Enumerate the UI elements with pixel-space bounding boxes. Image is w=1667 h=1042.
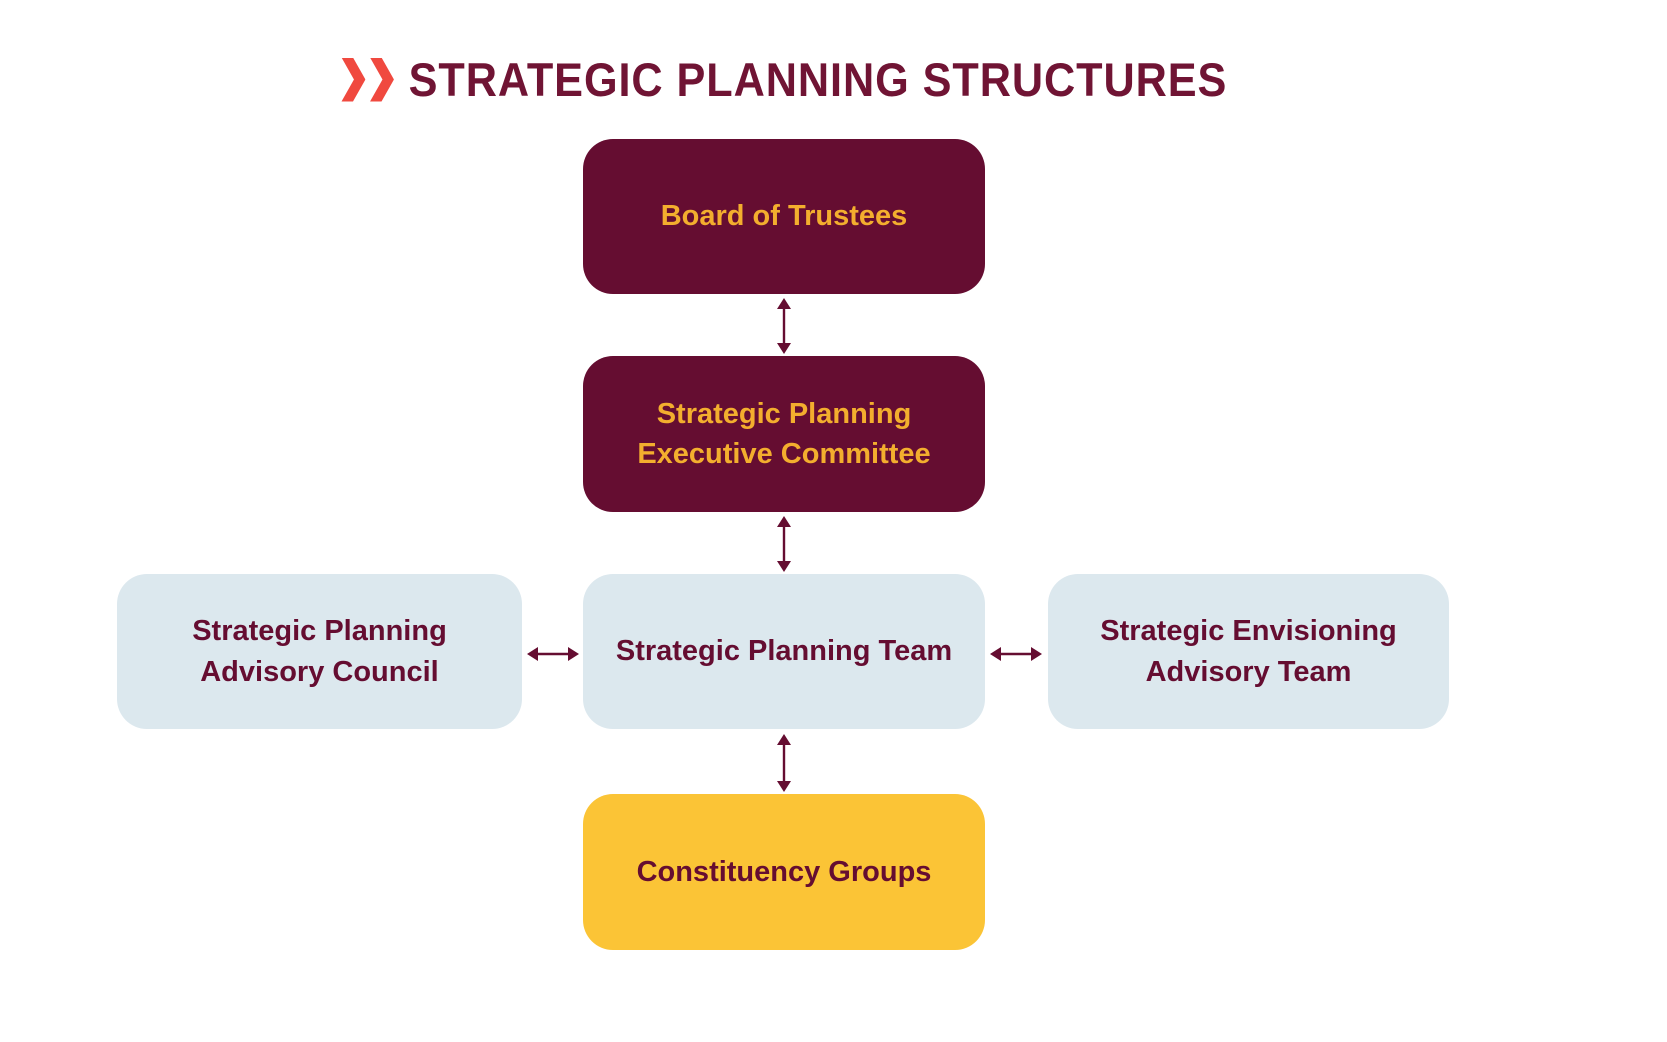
node-label-line: Strategic Envisioning [1100, 615, 1397, 648]
node-label: Constituency Groups [637, 852, 932, 892]
node-label-line: Advisory Council [200, 655, 439, 688]
node-label: Board of Trustees [661, 196, 908, 236]
node-label: Strategic Planning Team [616, 631, 952, 671]
node-label-line: Constituency Groups [636, 855, 932, 888]
chevron-right-icon [369, 57, 394, 102]
node-label-line: Executive Committee [637, 438, 931, 470]
double-headed-arrow-horizontal-icon [990, 642, 1042, 666]
node-label-line: Board of Trustees [660, 200, 908, 233]
diagram-header: STRATEGIC PLANNING STRUCTURES [0, 52, 1568, 107]
node-label: Strategic Planning Advisory Council [192, 611, 447, 691]
node-advisory-council: Strategic Planning Advisory Council [117, 574, 522, 729]
page-title: STRATEGIC PLANNING STRUCTURES [408, 53, 1227, 106]
double-headed-arrow-horizontal-icon [527, 642, 579, 666]
node-strategic-planning-team: Strategic Planning Team [583, 574, 985, 729]
node-constituency-groups: Constituency Groups [583, 794, 985, 950]
node-label: Strategic Envisioning Advisory Team [1100, 611, 1397, 691]
node-label-line: Strategic Planning [656, 397, 912, 430]
chevron-right-icon [341, 57, 366, 102]
double-headed-arrow-vertical-icon [772, 298, 796, 354]
node-label-line: Advisory Team [1145, 655, 1352, 688]
node-label-line: Strategic Planning [192, 615, 447, 648]
node-label-line: Strategic Planning Team [615, 635, 953, 668]
double-headed-arrow-vertical-icon [772, 516, 796, 572]
node-envisioning-advisory-team: Strategic Envisioning Advisory Team [1048, 574, 1449, 729]
node-executive-committee: Strategic Planning Executive Committee [583, 356, 985, 512]
node-label: Strategic Planning Executive Committee [637, 394, 930, 474]
double-chevron-icon [341, 57, 394, 102]
double-headed-arrow-vertical-icon [772, 734, 796, 792]
node-board-of-trustees: Board of Trustees [583, 139, 985, 294]
diagram-title-group: STRATEGIC PLANNING STRUCTURES [341, 52, 1227, 107]
